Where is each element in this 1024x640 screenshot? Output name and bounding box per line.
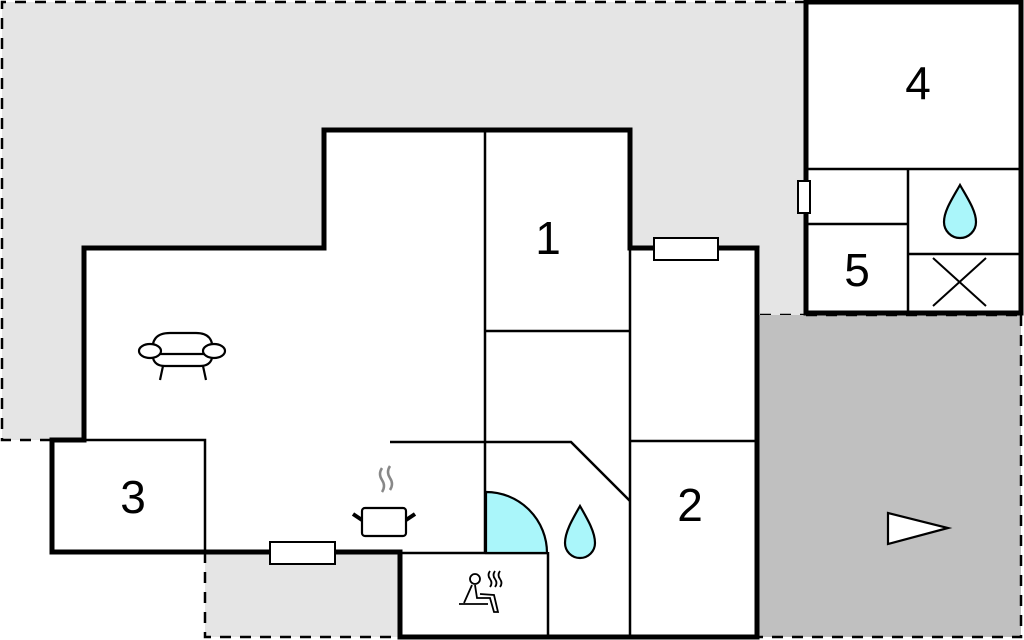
exterior-wall [49, 127, 760, 640]
window [797, 180, 811, 214]
toilet-cross-icon [932, 257, 987, 307]
sauna-icon [459, 570, 503, 613]
room-label-3: 3 [120, 471, 146, 523]
water-drop-icon [563, 503, 597, 560]
cooking-pot-icon [351, 465, 417, 538]
window [269, 541, 336, 565]
water-drop-icon [942, 182, 978, 240]
outdoor-area-light [0, 0, 806, 639]
room-label-5: 5 [844, 244, 870, 296]
window [653, 237, 719, 261]
sofa-icon [137, 331, 227, 381]
annex-exterior-wall [803, 0, 1024, 316]
room-label-1: 1 [535, 212, 561, 264]
north-arrow-icon [886, 511, 953, 546]
shower-icon [484, 490, 549, 555]
terrace-area [757, 313, 1023, 639]
annex-building [806, 2, 1021, 313]
annex-interior-walls [806, 167, 1021, 313]
room-label-2: 2 [677, 479, 703, 531]
room-label-4: 4 [905, 57, 931, 109]
